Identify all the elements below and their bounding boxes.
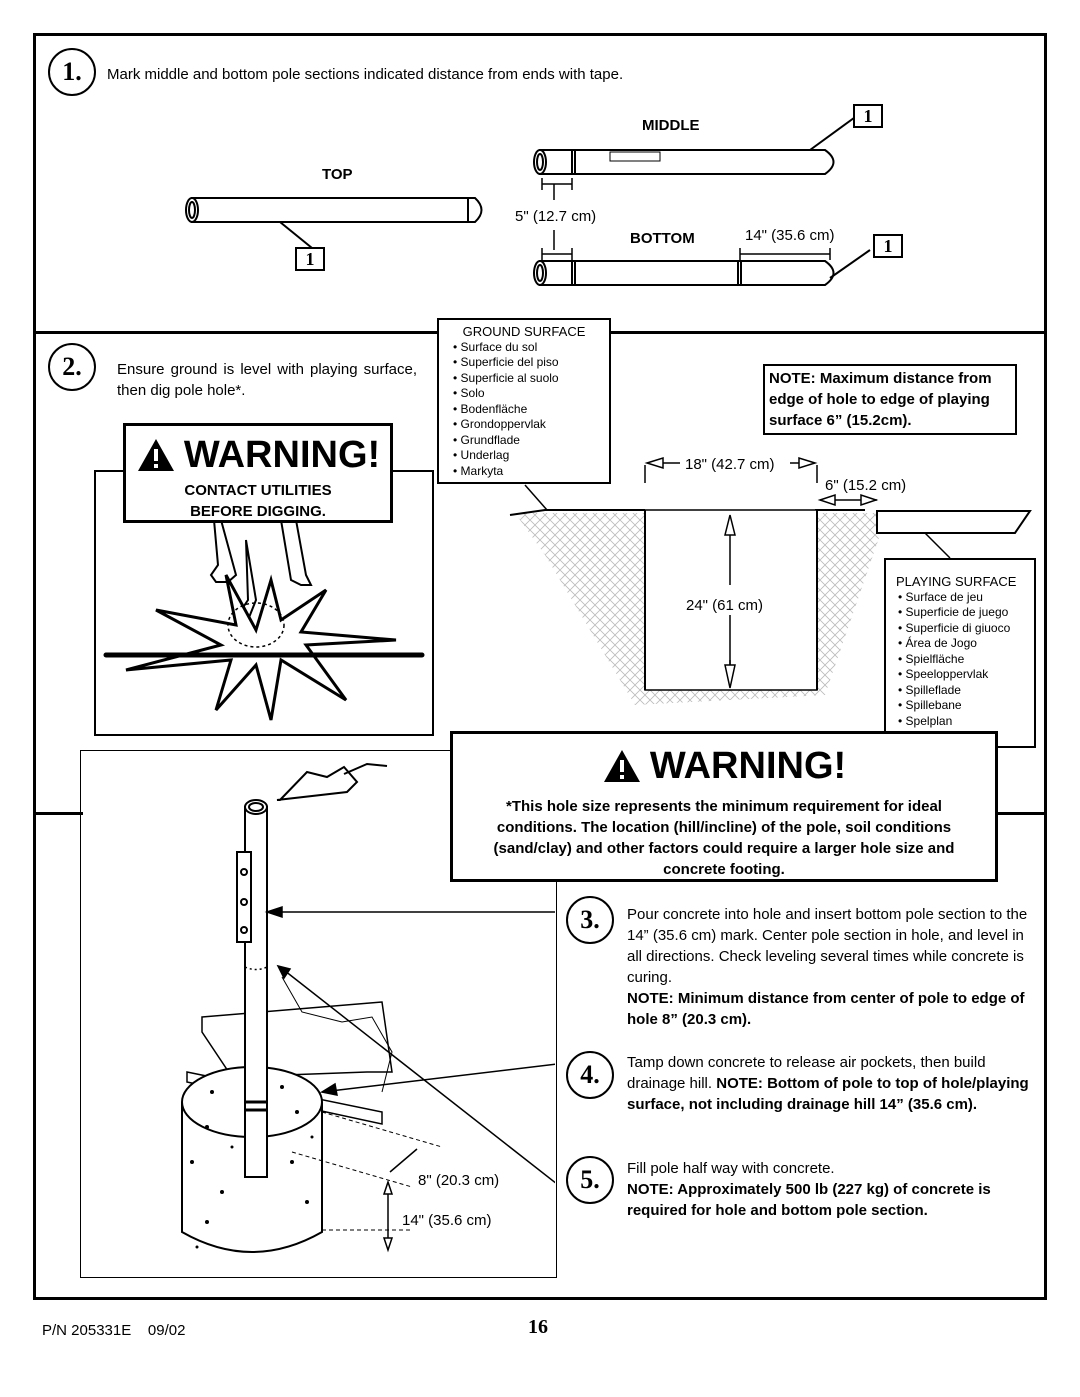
list-item: Surface de jeu: [898, 590, 1026, 606]
list-item: Grundflade: [453, 433, 601, 449]
revision-date: 09/02: [147, 1322, 186, 1339]
warning-triangle-icon: [137, 439, 174, 471]
list-item: Bodenfläche: [453, 402, 601, 418]
bottom-pole-label: BOTTOM: [630, 230, 695, 247]
middle-callout-leader: [809, 114, 859, 151]
note-max-distance: NOTE: Maximum distance from edge of hole…: [763, 364, 1017, 435]
step-3-note: NOTE: Minimum distance from center of po…: [627, 990, 1025, 1028]
step-4-number: 4.: [566, 1051, 614, 1099]
step-4-block: Tamp down concrete to release air pocket…: [627, 1052, 1032, 1115]
hole-cross-section: [509, 456, 1032, 705]
warning-1-line1: CONTACT UTILITIES: [184, 482, 332, 499]
bottom-pole: [533, 260, 835, 286]
top-callout-leader: [279, 221, 313, 249]
list-item: Superficie del piso: [453, 355, 601, 371]
dim-5in: [541, 178, 573, 260]
callout-bottom: 1: [873, 234, 903, 258]
part-number: P/N 205331E 09/02: [42, 1322, 186, 1339]
callout-top: 1: [295, 247, 325, 271]
warning-1-title: WARNING!: [183, 433, 381, 476]
section-divider-2-left: [33, 812, 83, 815]
step-2-number: 2.: [48, 343, 96, 391]
list-item: Solo: [453, 386, 601, 402]
digging-illustration: [103, 520, 425, 721]
page-number: 16: [528, 1316, 548, 1338]
list-item: Surface du sol: [453, 340, 601, 356]
top-pole-label: TOP: [322, 166, 353, 183]
warning-triangle-icon: [603, 750, 640, 782]
pole: [236, 799, 268, 1178]
list-item: Superficie al suolo: [453, 371, 601, 387]
list-item: Área de Jogo: [898, 636, 1026, 652]
explosion-burst: [125, 574, 397, 721]
pole-install-figure-frame: [80, 750, 557, 1278]
list-item: Spelplan: [898, 714, 1026, 730]
step-4-note: NOTE: Bottom of pole to top of hole/play…: [627, 1075, 1029, 1113]
step-5-text: Fill pole half way with concrete.: [627, 1160, 835, 1177]
warning-contact-utilities: WARNING! CONTACT UTILITIES BEFORE DIGGIN…: [123, 423, 393, 523]
playing-surface-box: PLAYING SURFACE Surface de jeu Superfici…: [884, 558, 1036, 748]
dim-14in-label: 14" (35.6 cm): [745, 227, 835, 244]
section-divider-2-right: [996, 812, 1047, 815]
list-item: Spielfläche: [898, 652, 1026, 668]
list-item: Superficie de juego: [898, 605, 1026, 621]
trowel-icon: [276, 765, 359, 801]
warning-2-text: *This hole size represents the minimum r…: [493, 798, 955, 878]
playing-leader: [924, 532, 951, 559]
list-item: Speeloppervlak: [898, 667, 1026, 683]
step-1-text: Mark middle and bottom pole sections ind…: [107, 66, 624, 83]
step-1-number: 1.: [48, 48, 96, 96]
dim-14in: [739, 248, 831, 260]
step-3-block: Pour concrete into hole and insert botto…: [627, 904, 1032, 1030]
step-5-block: Fill pole half way with concrete. NOTE: …: [627, 1158, 1032, 1221]
warning-2-title: WARNING!: [649, 744, 847, 787]
ground-line: [509, 509, 865, 516]
middle-pole-label: MIDDLE: [642, 117, 700, 134]
callout-middle: 1: [853, 104, 883, 128]
middle-pole: [533, 149, 835, 175]
list-item: Underlag: [453, 448, 601, 464]
list-item: Markyta: [453, 464, 601, 480]
ground-surface-title: GROUND SURFACE: [462, 324, 586, 339]
step-5-number: 5.: [566, 1156, 614, 1204]
playing-surface-list: Surface de jeu Superficie de juego Super…: [896, 590, 1026, 730]
bottom-callout-leader: [829, 249, 871, 279]
dim-18in-label: 18" (42.7 cm): [685, 456, 775, 473]
ground-leader: [524, 484, 548, 511]
step-2-text: Ensure ground is level with playing surf…: [117, 361, 417, 399]
list-item: Spilleflade: [898, 683, 1026, 699]
page-frame: [33, 33, 1047, 1300]
step-5-note: NOTE: Approximately 500 lb (227 kg) of c…: [627, 1181, 991, 1219]
pole-install-figure: [181, 762, 555, 1253]
dim-8in-label: 8" (20.3 cm): [418, 1172, 500, 1189]
top-pole: [185, 197, 483, 223]
dim-14in-fig3-label: 14" (35.6 cm): [402, 1212, 492, 1229]
list-item: Grondoppervlak: [453, 417, 601, 433]
step-3-number: 3.: [566, 896, 614, 944]
dim-6in-label: 6" (15.2 cm): [825, 477, 907, 494]
dim-24in-label: 24" (61 cm): [686, 597, 764, 614]
playing-surface-slab: [876, 510, 1032, 534]
hole-outline: [644, 509, 818, 691]
warning-1-line2: BEFORE DIGGING.: [190, 503, 326, 520]
warning-hole-size: WARNING! *This hole size represents the …: [450, 731, 998, 882]
dim-5in-label: 5" (12.7 cm): [515, 208, 597, 225]
ground-surface-box: GROUND SURFACE Surface du sol Superficie…: [437, 318, 611, 484]
list-item: Superficie di giuoco: [898, 621, 1026, 637]
ground-surface-list: Surface du sol Superficie del piso Super…: [447, 340, 601, 480]
playing-surface-title: PLAYING SURFACE: [896, 574, 1017, 589]
list-item: Spillebane: [898, 698, 1026, 714]
pole-sections-figure: [185, 114, 871, 286]
step-4-text: Tamp down concrete to release air pocket…: [627, 1054, 986, 1092]
step-3-text: Pour concrete into hole and insert botto…: [627, 906, 1028, 986]
